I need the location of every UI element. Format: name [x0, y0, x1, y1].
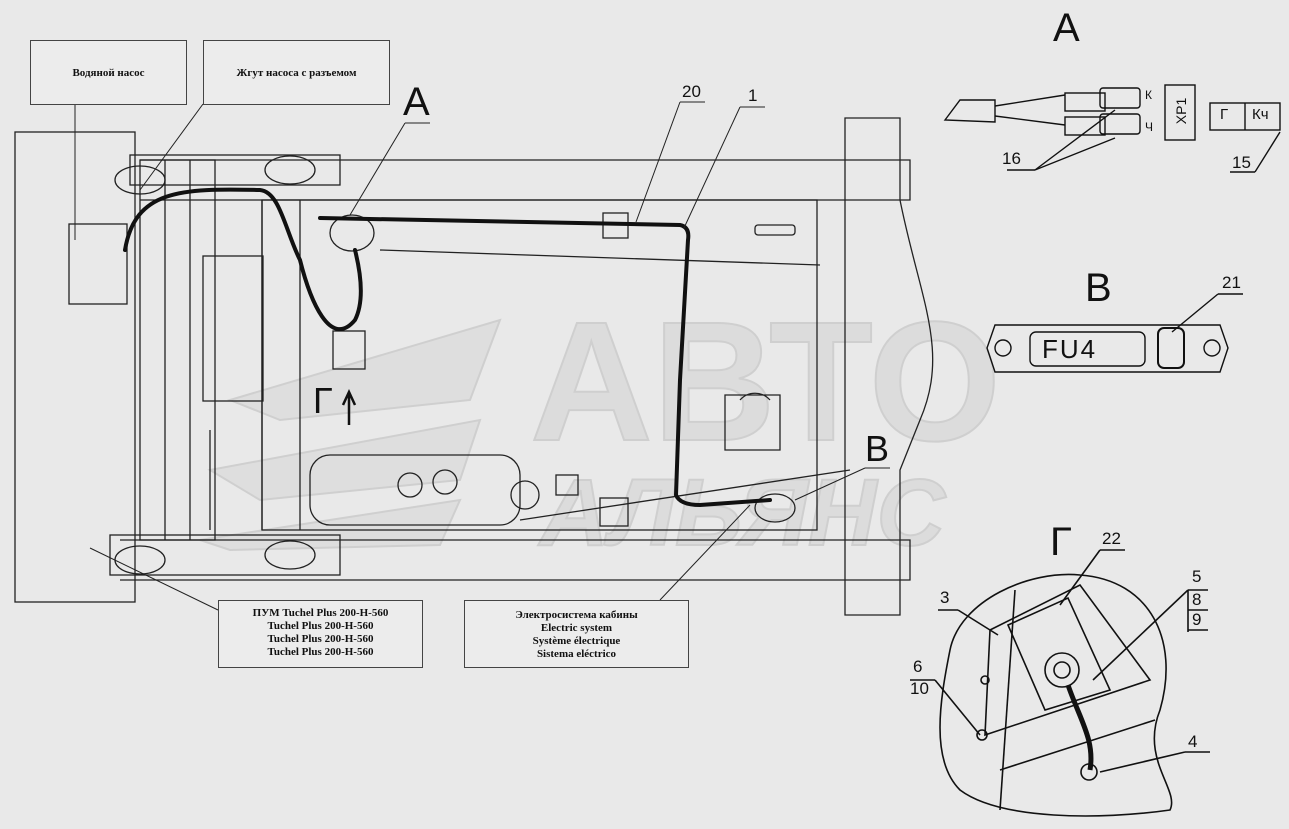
watermark-logo [199, 318, 502, 552]
callout-10: 10 [910, 679, 929, 698]
callout-6: 6 [913, 657, 923, 676]
electric-line-3: Système électrique [532, 635, 621, 647]
detail-g [341, 389, 1210, 817]
heater-unit [309, 454, 521, 526]
label-kch: Кч [1252, 106, 1269, 123]
callout-9: 9 [1192, 610, 1202, 629]
view-g-main: Г [313, 380, 333, 421]
view-v-detail: В [1085, 266, 1112, 310]
note-electric-system: Электросистема кабины Electric system Sy… [464, 600, 689, 668]
callout-21: 21 [1222, 273, 1241, 292]
view-a-detail: А [1053, 6, 1080, 50]
note-pump-harness: Жгут насоса с разъемом [203, 40, 390, 105]
connector-line-3: Tuchel Plus 200-H-560 [267, 633, 374, 645]
watermark-line1: АВТО [530, 287, 1001, 477]
callout-16: 16 [1002, 149, 1021, 168]
electric-line-4: Sistema eléctrico [536, 648, 617, 660]
connector-line-4: Tuchel Plus 200-H-560 [267, 646, 374, 658]
note-water-pump: Водяной насос [30, 40, 187, 105]
note-connector: ПУМ Tuchel Plus 200-H-560 Tuchel Plus 20… [218, 600, 423, 668]
detail-a [943, 84, 1281, 173]
watermark: АВТО АЛЬЯНС [199, 286, 1002, 567]
frame-bottom-rail [120, 539, 911, 581]
label-g: Г [1220, 106, 1229, 123]
cab-wall [209, 200, 301, 530]
relay-box [724, 392, 781, 451]
view-g-detail: Г [1050, 520, 1072, 564]
electric-line-2: Electric system [540, 622, 613, 634]
label-xp1: ХР1 [1173, 97, 1190, 125]
frame-top-rail [140, 159, 911, 201]
callout-22: 22 [1102, 529, 1121, 548]
view-v-main: В [865, 428, 890, 469]
label-fu4: FU4 [1042, 334, 1098, 364]
watermark-line2: АЛЬЯНС [538, 460, 947, 566]
label-k: К [1145, 88, 1152, 102]
callout-20: 20 [682, 82, 701, 101]
detail-v [986, 293, 1243, 373]
view-a-main: А [403, 80, 430, 124]
callout-15: 15 [1232, 153, 1251, 172]
connector-line-2: Tuchel Plus 200-H-560 [267, 620, 374, 632]
callout-3: 3 [940, 588, 950, 607]
callout-5: 5 [1192, 567, 1202, 586]
label-ch: Ч [1145, 120, 1153, 134]
fuse-21 [1157, 327, 1185, 369]
pump-block [68, 223, 128, 305]
electric-line-1: Электросистема кабины [515, 609, 638, 621]
callout-8: 8 [1192, 590, 1202, 609]
small-box [332, 330, 366, 370]
side-box [202, 255, 264, 402]
connector-line-1: ПУМ Tuchel Plus 200-H-560 [252, 607, 389, 619]
leaders [74, 101, 890, 611]
callout-4: 4 [1188, 732, 1198, 751]
right-bracket [844, 117, 934, 616]
harness-pump [123, 187, 363, 331]
battery-cover-outline [939, 573, 1173, 817]
left-column [139, 159, 216, 541]
fuse-holder-plate [986, 324, 1229, 373]
callout-1: 1 [748, 86, 758, 105]
